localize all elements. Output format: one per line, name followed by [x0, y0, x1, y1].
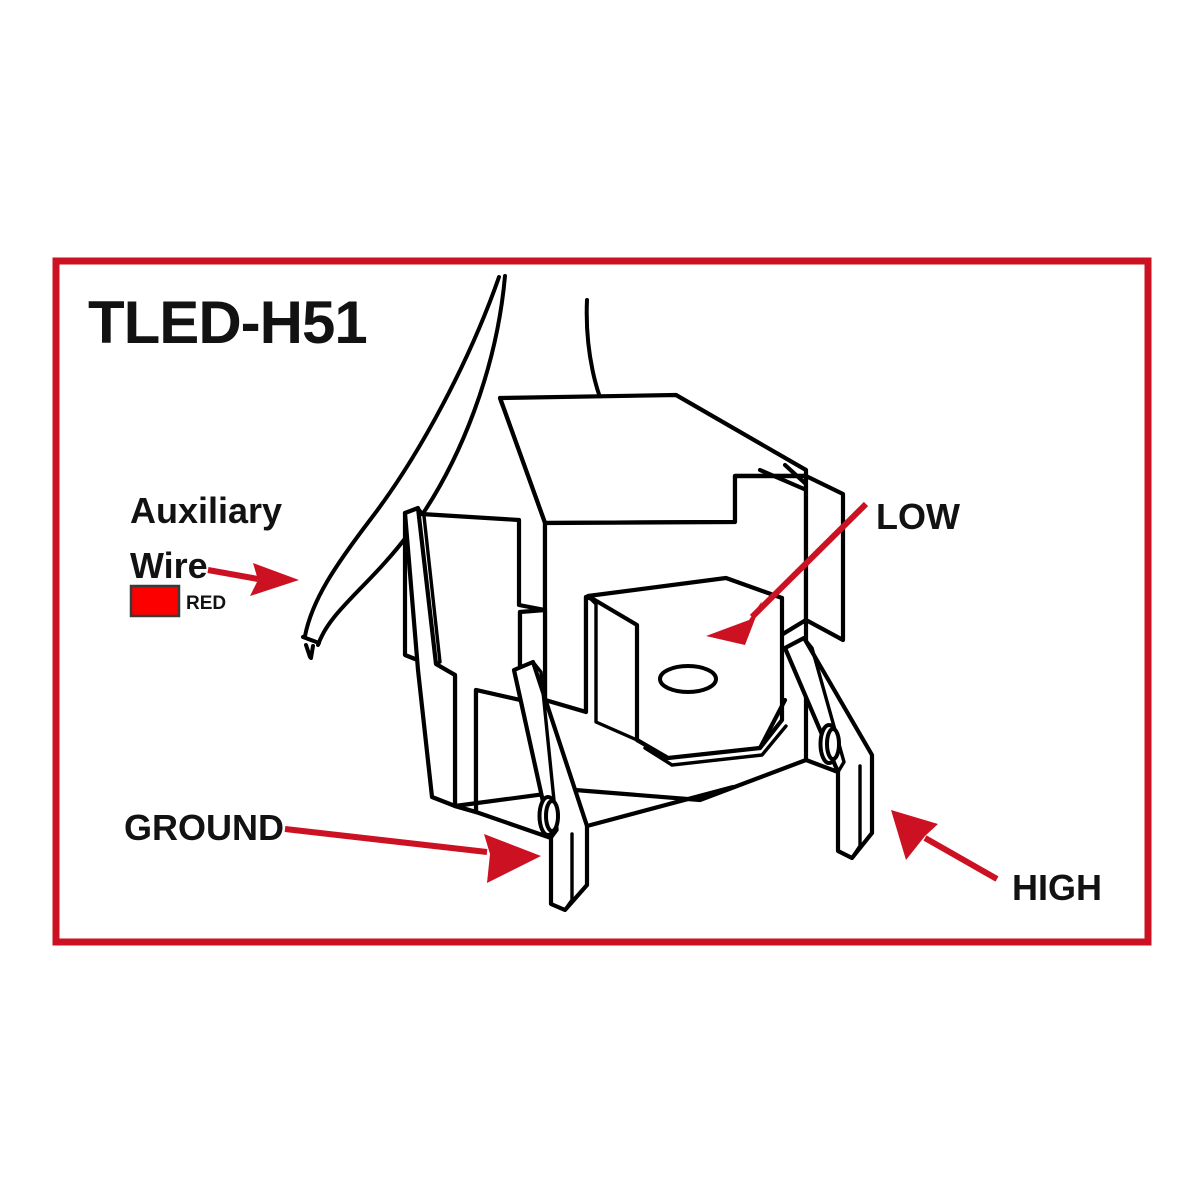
- auxiliary-label-line1: Auxiliary: [130, 490, 282, 531]
- diagram-frame-border: [52, 257, 1152, 946]
- high-label: HIGH: [1012, 867, 1102, 908]
- callout-ground: GROUND: [124, 807, 541, 883]
- callout-low: LOW: [706, 496, 960, 645]
- high-arrow-head: [891, 810, 938, 860]
- auxiliary-arrow-head: [250, 563, 299, 596]
- ground-arrow-head: [484, 834, 541, 883]
- low-arrow-shaft: [749, 501, 869, 620]
- high-arrow-shaft: [923, 835, 999, 882]
- callout-high: HIGH: [891, 810, 1102, 908]
- color-swatch-label: RED: [186, 593, 226, 614]
- low-terminal-hole: [658, 664, 718, 694]
- color-swatch-red: [129, 584, 181, 618]
- left-flange: [402, 505, 458, 809]
- body-right-side: [803, 473, 846, 643]
- high-terminal-hole-inner: [825, 727, 841, 761]
- low-label: LOW: [876, 496, 960, 537]
- auxiliary-arrow-shaft: [207, 567, 259, 582]
- callout-auxiliary-wire: Auxiliary Wire RED: [129, 490, 299, 618]
- ground-arrow-shaft: [284, 826, 488, 855]
- low-arrow-head: [706, 601, 762, 645]
- ground-terminal-hole-inner: [544, 799, 560, 833]
- auxiliary-label-line2: Wire: [130, 545, 208, 586]
- page-title: TLED-H51: [88, 289, 367, 356]
- bracket-illustration: [301, 274, 875, 913]
- ground-label: GROUND: [124, 807, 284, 848]
